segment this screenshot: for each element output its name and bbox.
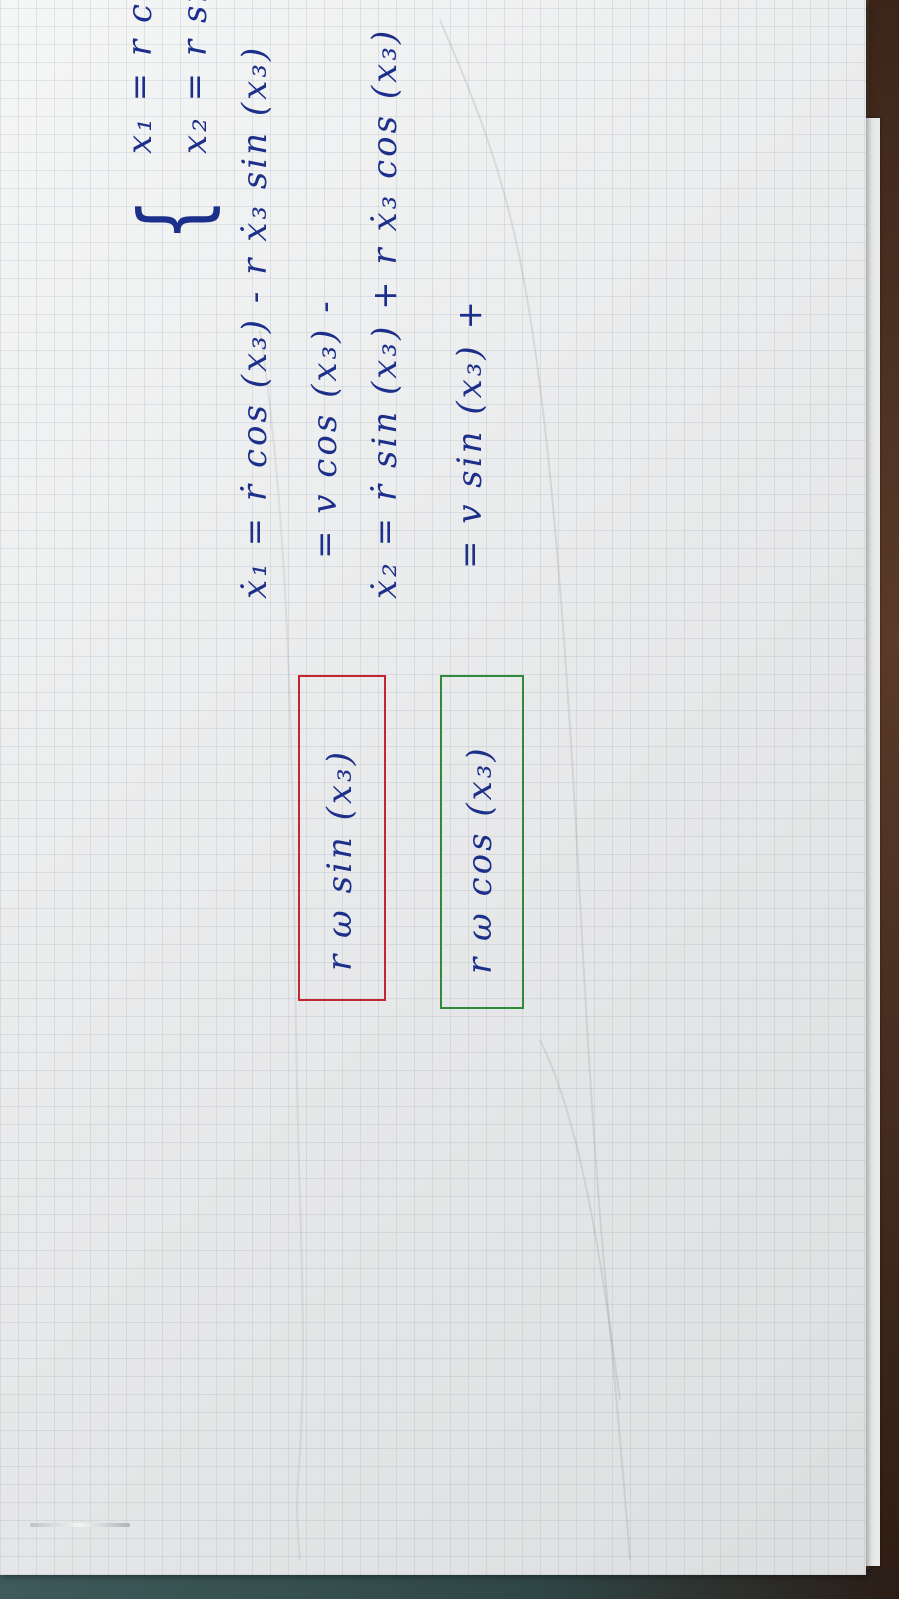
system-line-1: x₁ = r cos (x₃) xyxy=(120,0,160,154)
x2-dot-boxed-term: r ω cos (x₃) xyxy=(460,745,500,974)
system-brace: { xyxy=(120,197,227,242)
staple-mark xyxy=(30,1523,130,1527)
x1-dot-expanded-left: = v cos (x₃) - xyxy=(305,298,345,559)
paper-creases xyxy=(259,19,631,1561)
system-line-2: x₂ = r sin (x₃) xyxy=(175,0,215,154)
x2-dot-equation: ẋ₂ = ṙ sin (x₃) + r ẋ₃ cos (x₃) xyxy=(365,27,405,599)
x1-dot-equation: ẋ₁ = ṙ cos (x₃) - r ẋ₃ sin (x₃) xyxy=(235,44,275,599)
x2-dot-expanded-left: = v sin (x₃) + xyxy=(450,298,490,569)
grid-paper-sheet: { x₁ = r cos (x₃) x₂ = r sin (x₃) ẋ₁ = ṙ… xyxy=(0,0,866,1575)
x1-dot-boxed-term: r ω sin (x₃) xyxy=(320,749,360,971)
